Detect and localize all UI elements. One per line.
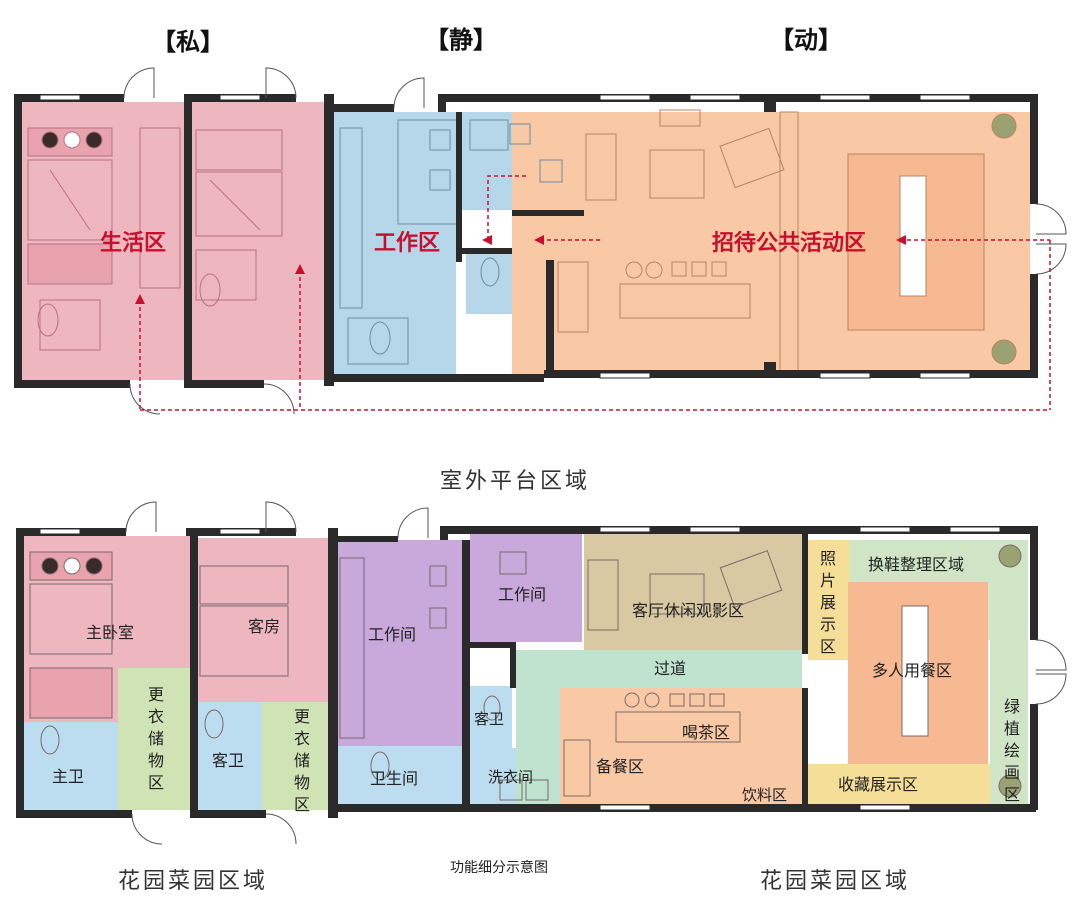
fill-master-bath [24, 722, 118, 810]
caption-right-garden: 花园菜园区域 [760, 869, 910, 894]
fill-wardrobe-1 [118, 668, 190, 810]
label-wardrobe-2-text: 更衣储物区 [294, 707, 310, 814]
label-wardrobe-1-text: 更衣储物区 [148, 685, 164, 792]
top-windows [39, 94, 971, 379]
fill-corridor [516, 650, 802, 688]
zone-label-living: 生活区 [100, 231, 166, 256]
label-master-bath: 主卫 [52, 767, 84, 786]
label-shoes: 换鞋整理区域 [868, 555, 964, 574]
bottom-windows [39, 526, 1001, 811]
label-dining: 多人用餐区 [872, 661, 952, 680]
bottom-floor-plan: 主卧室 主卫 客房 客卫 工作间 卫生间 工作间 客卫 洗衣间 客厅休闲观影区 … [16, 501, 1067, 845]
fill-corridor-leg [516, 688, 560, 806]
label-guest-bath-2: 客卫 [474, 710, 504, 728]
label-photo: 照片展示区 [820, 549, 836, 656]
label-corridor: 过道 [654, 659, 686, 678]
zone-label-public: 招待公共活动区 [712, 230, 866, 256]
label-plants: 绿植绘画区 [1004, 697, 1020, 804]
fill-workroom-large [338, 540, 462, 746]
private-furniture [27, 127, 283, 351]
caption-title: 功能细分示意图 [450, 859, 548, 876]
label-photo-text: 照片展示区 [820, 549, 836, 656]
fill-guest-room [198, 538, 328, 702]
fill-guest-bath-1 [198, 702, 262, 810]
label-laundry: 洗衣间 [488, 768, 533, 786]
label-master-bedroom: 主卧室 [86, 623, 134, 642]
label-guest-bath-1: 客卫 [212, 751, 244, 770]
zone-label-work: 工作区 [374, 231, 440, 256]
label-workroom-small: 工作间 [498, 585, 546, 604]
active-furniture [557, 109, 1017, 373]
label-guest-room: 客房 [248, 617, 280, 636]
circulation-arrows [139, 175, 1051, 411]
fill-wardrobe-2 [262, 702, 328, 810]
label-wardrobe-2: 更衣储物区 [294, 707, 310, 814]
header-active: 【动】 [770, 26, 842, 54]
caption-left-garden: 花园菜园区域 [118, 869, 268, 894]
arrow-heads [135, 235, 906, 304]
top-floor-plan: 【私】 【静】 【动】 [14, 26, 1067, 415]
outdoor-platform-label: 室外平台区域 [440, 469, 590, 494]
quiet-zone-fill-a [334, 112, 456, 374]
label-tea: 喝茶区 [682, 723, 730, 742]
label-wardrobe-1: 更衣储物区 [148, 685, 164, 792]
bottom-furniture [29, 544, 1022, 801]
label-restroom: 卫生间 [370, 769, 418, 788]
top-doors [123, 67, 1067, 415]
quiet-zone-fill-c [466, 252, 512, 314]
header-quiet: 【静】 [425, 26, 497, 54]
label-lounge: 客厅休闲观影区 [632, 601, 744, 620]
label-drinks: 饮料区 [742, 786, 787, 804]
fill-photo [808, 540, 850, 660]
header-private: 【私】 [152, 28, 224, 56]
fill-lounge [584, 534, 802, 650]
label-plants-text: 绿植绘画区 [1004, 697, 1020, 804]
bottom-doors [125, 501, 1067, 845]
label-collection: 收藏展示区 [838, 775, 918, 794]
fill-collection [808, 764, 990, 804]
label-workroom-large: 工作间 [368, 625, 416, 644]
active-zone-fill-b [578, 112, 600, 210]
label-pantry: 备餐区 [596, 757, 644, 776]
fill-restroom [338, 746, 462, 804]
fill-pantry-tea [560, 688, 802, 806]
